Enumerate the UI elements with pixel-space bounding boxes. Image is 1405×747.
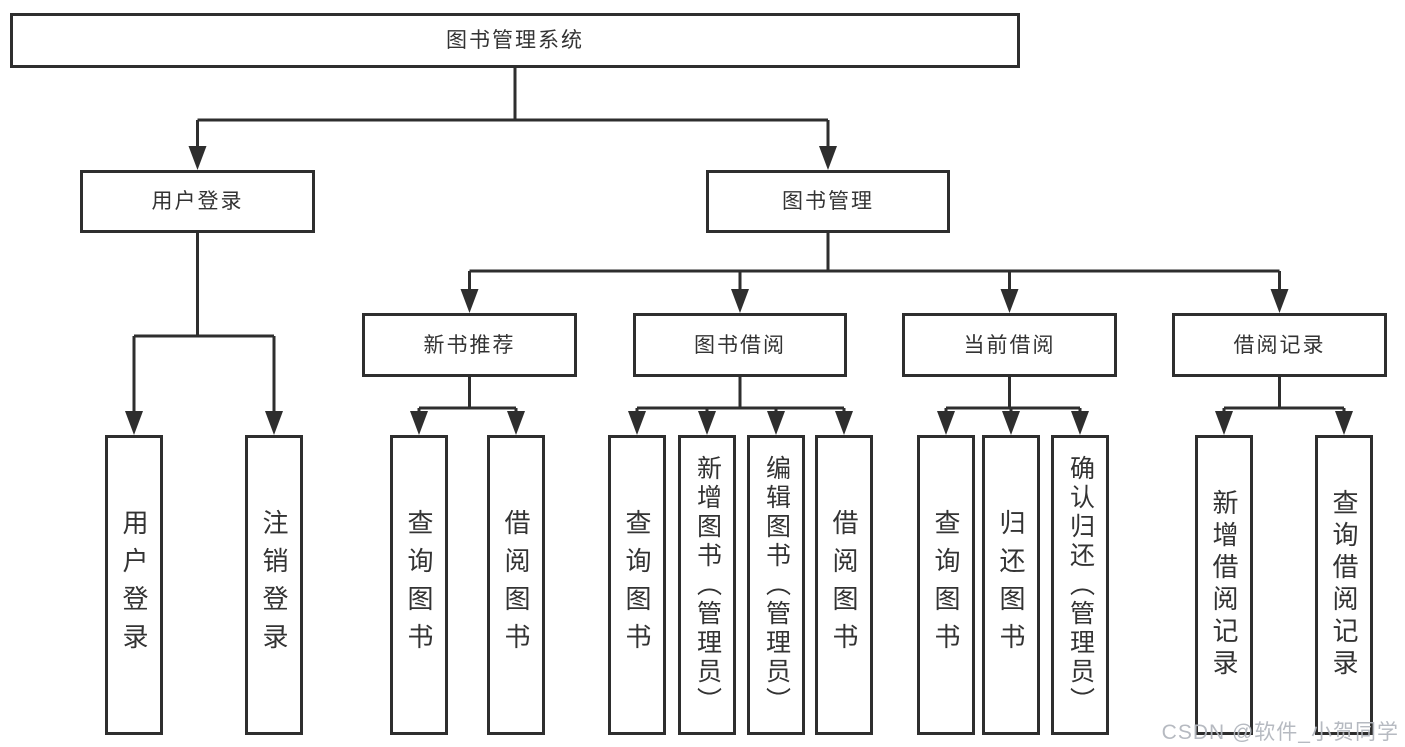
leaf-query-borrow-record: 查询借阅记录 (1315, 435, 1373, 735)
node-borrowing-records: 借阅记录 (1172, 313, 1387, 377)
leaf-query-books-recommend: 查询图书 (390, 435, 448, 735)
node-label: 用户登录 (151, 190, 244, 213)
node-label: 新增借阅记录 (1209, 489, 1239, 681)
node-user-login: 用户登录 (80, 170, 315, 233)
node-label: 图书管理 (782, 190, 874, 213)
node-label: 借阅图书 (501, 509, 531, 661)
node-label: 查询图书 (622, 509, 652, 661)
leaf-user-login: 用户登录 (105, 435, 163, 735)
csdn-watermark: CSDN @软件_小贺同学 (1161, 721, 1399, 744)
leaf-borrow-books: 借阅图书 (815, 435, 873, 735)
node-label: 编辑图书（管理员） (762, 454, 791, 716)
node-label: 当前借阅 (963, 333, 1056, 357)
node-label: 确认归还（管理员） (1066, 454, 1095, 716)
leaf-logout-login: 注销登录 (245, 435, 303, 735)
node-label: 查询图书 (931, 509, 961, 661)
node-current-borrowing: 当前借阅 (902, 313, 1117, 377)
leaf-return-book: 归还图书 (982, 435, 1040, 735)
node-label: 借阅图书 (829, 509, 859, 661)
node-label: 归还图书 (996, 509, 1026, 661)
leaf-query-books-borrow: 查询图书 (608, 435, 666, 735)
node-label: 图书管理系统 (446, 29, 584, 52)
node-label: 图书借阅 (694, 333, 786, 357)
node-book-borrowing: 图书借阅 (633, 313, 847, 377)
node-label: 查询图书 (404, 509, 434, 661)
leaf-edit-book-admin: 编辑图书（管理员） (747, 435, 805, 735)
leaf-add-book-admin: 新增图书（管理员） (678, 435, 736, 735)
leaf-borrow-books-recommend: 借阅图书 (487, 435, 545, 735)
node-new-book-recommend: 新书推荐 (362, 313, 577, 377)
node-label: 新增图书（管理员） (693, 454, 722, 716)
node-label: 用户登录 (119, 509, 149, 661)
node-label: 借阅记录 (1233, 333, 1326, 357)
leaf-query-books-current: 查询图书 (917, 435, 975, 735)
node-book-management: 图书管理 (706, 170, 950, 233)
leaf-confirm-return-admin: 确认归还（管理员） (1051, 435, 1109, 735)
node-label: 注销登录 (259, 509, 289, 661)
node-label: 新书推荐 (423, 333, 516, 357)
node-label: 查询借阅记录 (1329, 489, 1359, 681)
leaf-add-borrow-record: 新增借阅记录 (1195, 435, 1253, 735)
node-library-system-root: 图书管理系统 (10, 13, 1020, 68)
